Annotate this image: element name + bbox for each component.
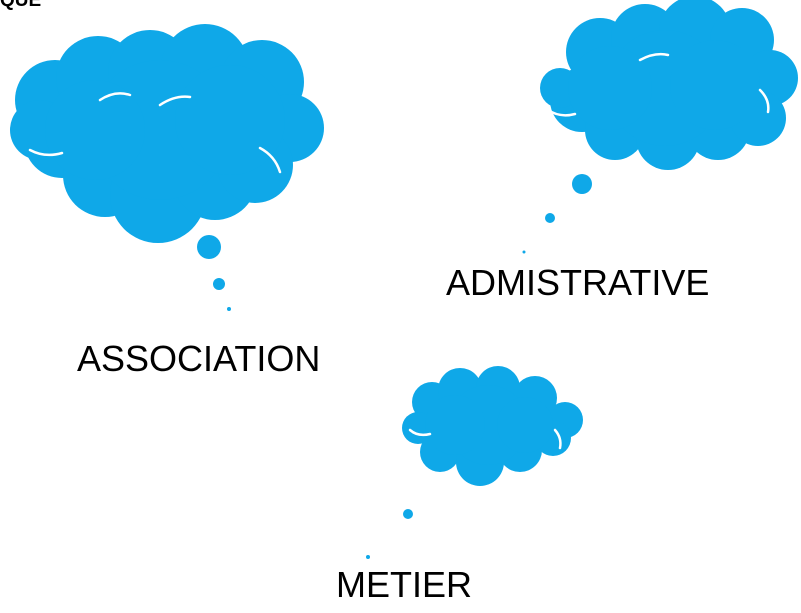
cloud-label-association: ASSOCIATION — [77, 338, 321, 379]
cloud-label-admistrative: ADMISTRATIVE — [446, 262, 710, 303]
thought-cloud-admistrative — [522, 0, 798, 254]
cloud-label-metier: METIER — [336, 564, 473, 605]
header-text-fragment: QUE — [0, 0, 42, 11]
thought-cloud-association — [10, 24, 324, 311]
thought-cloud-metier — [366, 366, 583, 559]
